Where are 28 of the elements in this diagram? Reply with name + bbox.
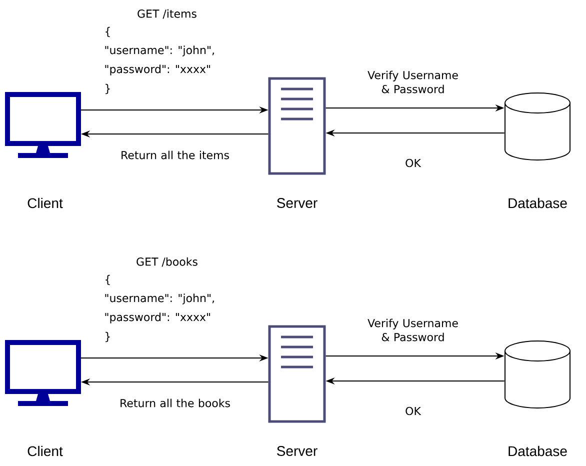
database-cylinder (504, 92, 570, 160)
request-body-text: { (106, 26, 110, 38)
monitor-icon (5, 340, 81, 406)
request-body-text: { (106, 274, 110, 286)
edge-label: OK (406, 406, 422, 416)
request-body-text: } (106, 84, 110, 94)
request-body-text: "password": "xxxx" (105, 64, 210, 76)
node-caption: Client (28, 446, 63, 456)
node-caption: Server (277, 446, 318, 456)
request-text: GET /books (136, 257, 198, 267)
request-body-text: "username": "john", (105, 294, 214, 304)
node-caption: Database (508, 446, 567, 456)
edge-label: Verify Username & Password (368, 70, 458, 94)
request-text: GET /items (138, 9, 196, 19)
edge-label: Return all the books (120, 398, 230, 408)
node-caption: Database (508, 198, 567, 208)
request-body-text: "password": "xxxx" (105, 312, 210, 324)
monitor-icon (5, 92, 81, 158)
request-body-text: "username": "john", (105, 46, 214, 56)
edge-label: Return all the items (122, 150, 229, 160)
edge-label: OK (406, 158, 422, 168)
node-caption: Client (28, 198, 63, 208)
server-icon (268, 325, 326, 423)
node-caption: Server (277, 198, 318, 208)
request-body-text: } (106, 332, 110, 342)
server-icon (268, 77, 326, 175)
edge-label: Verify Username & Password (368, 318, 458, 342)
database-cylinder (504, 340, 570, 408)
